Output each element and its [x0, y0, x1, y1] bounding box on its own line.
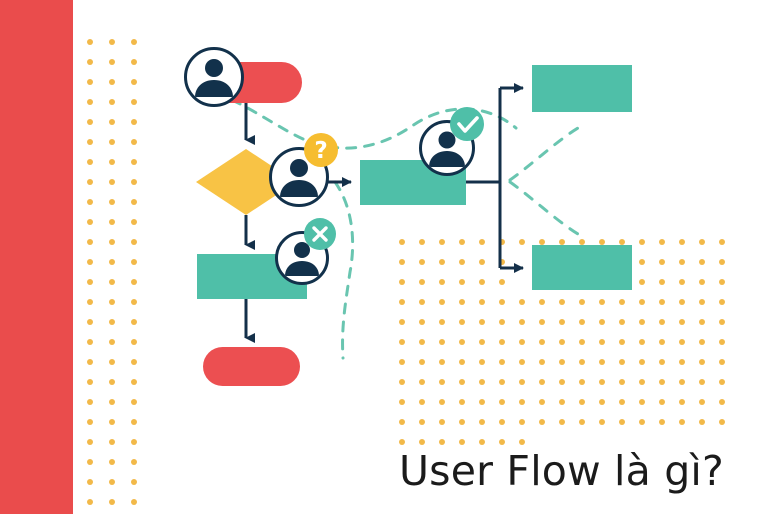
avatar-question: ? — [269, 133, 338, 207]
left-dot-grid — [87, 39, 137, 505]
dashed-chevron-group — [508, 126, 580, 236]
avatar-approved — [419, 107, 484, 176]
decision-diamond — [196, 149, 296, 215]
avatar-start — [184, 47, 244, 107]
process-box-bottom-right — [532, 245, 632, 290]
reject-badge-glyph — [312, 226, 328, 242]
dashed-chevron-lower — [508, 180, 580, 236]
dashed-curve-lower — [333, 180, 355, 360]
page-title: User Flow là gì? — [398, 447, 724, 495]
approved-badge — [450, 107, 484, 141]
solid-connector-group — [244, 83, 524, 343]
avatar-reject — [275, 218, 336, 285]
approved-badge-glyph — [457, 116, 479, 133]
right-dot-grid — [399, 239, 725, 445]
end-pill — [203, 347, 300, 386]
dashed-chevron-upper — [508, 126, 580, 182]
question-badge — [304, 133, 338, 167]
left-red-bar — [0, 0, 73, 514]
question-badge-glyph: ? — [314, 138, 327, 164]
process-box-top-right — [532, 65, 632, 112]
